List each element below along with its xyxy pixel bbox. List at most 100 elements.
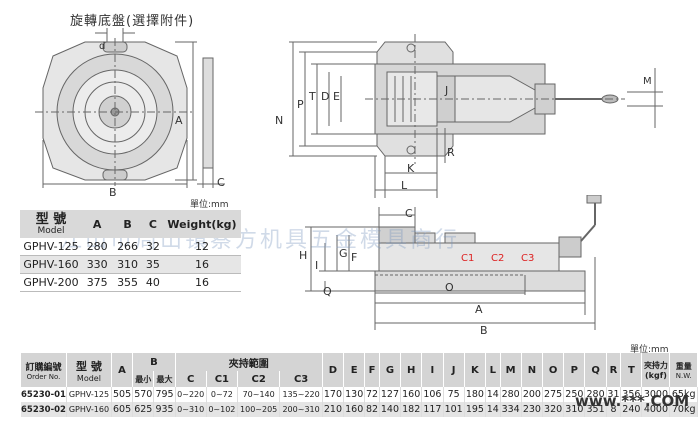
cell-c3: 135~220 [279, 387, 323, 402]
cell-q: 280 [584, 387, 607, 402]
cell-force: 4000 [641, 402, 671, 417]
col-b-min: 最小 [132, 371, 155, 387]
col-g: G [379, 353, 402, 387]
vise-top-drawing: N P T D E J M R K L [275, 34, 663, 198]
dim-c-side-label: C [405, 207, 413, 220]
cell-p: 310 [563, 402, 586, 417]
cell-t: 240 [620, 402, 643, 417]
cell-f: 82 [364, 402, 380, 417]
dim-b-side-label: B [480, 324, 488, 335]
cell-p: 250 [563, 387, 586, 402]
dim-f-label: F [351, 251, 357, 264]
dim-t-label: T [308, 90, 316, 103]
cell-a: 375 [82, 273, 113, 292]
cell-m: 334 [500, 402, 522, 417]
cell-weight: 65kg [669, 387, 698, 402]
table-row: GPHV-125 280 266 32 12 [20, 238, 241, 256]
vise-spec-table: 訂購編號 Order No. 型 號 Model A B 夾持範圍 D E F … [21, 353, 698, 417]
col-weight: Weight(kg) [163, 210, 241, 238]
cell-f: 72 [364, 387, 380, 402]
dim-a-label: A [175, 114, 183, 127]
dim-p-label: P [297, 98, 304, 111]
dim-a-side-label: A [475, 303, 483, 316]
cell-l: 14 [485, 402, 501, 417]
col-i: I [421, 353, 444, 387]
col-weight: 重量 N.W. [669, 353, 698, 387]
col-j: J [443, 353, 465, 387]
dim-n-label: N [275, 114, 283, 127]
cell-b-min: 625 [132, 402, 155, 417]
cell-b-min: 570 [132, 387, 155, 402]
cell-model: GPHV-160 [20, 255, 82, 274]
cell-e: 160 [343, 402, 366, 417]
col-t: T [620, 353, 643, 387]
col-b: B [112, 210, 143, 238]
col-b-max: 最大 [153, 371, 176, 387]
col-k: K [464, 353, 487, 387]
title: 旋轉底盤(選擇附件) [70, 14, 195, 29]
col-a: A [82, 210, 113, 238]
col-c3: C3 [279, 371, 323, 387]
dim-o-label: O [445, 281, 454, 294]
col-a: A [111, 353, 134, 387]
cell-weight: 70kg [669, 402, 698, 417]
cell-c1: 0~102 [206, 402, 238, 417]
col-l: L [485, 353, 501, 387]
col-o: O [542, 353, 565, 387]
cell-o: 320 [542, 402, 565, 417]
dim-g-label: G [339, 247, 348, 260]
dim-k-label: K [407, 162, 415, 175]
cell-c1: 0~72 [206, 387, 238, 402]
cell-a: 280 [82, 238, 113, 256]
cell-c3: 200~310 [279, 402, 323, 417]
dim-j-label: J [444, 84, 448, 97]
dim-c3-label: C3 [521, 253, 534, 264]
cell-c: 32 [142, 238, 163, 256]
cell-k: 195 [464, 402, 487, 417]
col-c: C [175, 371, 207, 387]
cell-a: 330 [82, 255, 113, 274]
swivel-base-drawing: d B A C [35, 28, 225, 198]
cell-c: 35 [142, 255, 163, 274]
cell-r: 31 [606, 387, 622, 402]
col-n: N [521, 353, 544, 387]
cell-l: 14 [485, 387, 501, 402]
table-row: 65230-02 GPHV-160 605 625 935 0~310 0~10… [21, 402, 698, 417]
col-model: 型 號 Model [20, 210, 82, 238]
cell-e: 130 [343, 387, 366, 402]
cell-c: 0~220 [175, 387, 207, 402]
dim-d-label: d [99, 41, 105, 52]
cell-n: 200 [521, 387, 544, 402]
dim-e-label: E [333, 90, 340, 103]
table-row: 65230-01 GPHV-125 505 570 795 0~220 0~72… [21, 387, 698, 402]
col-h: H [400, 353, 423, 387]
col-q: Q [584, 353, 607, 387]
vise-side-drawing: C H I G F Q O A B C1 C2 C3 [299, 195, 602, 335]
cell-b: 355 [112, 273, 143, 292]
dim-i-label: I [315, 259, 318, 272]
swivel-base-table: 型 號 Model A B C Weight(kg) GPHV-125 280 … [20, 210, 241, 292]
cell-h: 182 [400, 402, 423, 417]
cell-j: 75 [443, 387, 465, 402]
dim-q-label: Q [323, 285, 332, 298]
dim-b-label: B [109, 186, 117, 198]
cell-a: 505 [111, 387, 134, 402]
cell-model: GPHV-200 [20, 273, 82, 292]
cell-c2: 100~205 [237, 402, 281, 417]
dim-d2-label: D [321, 90, 329, 103]
cell-q: 351 [584, 402, 607, 417]
cell-model: GPHV-125 [20, 238, 82, 256]
cell-n: 230 [521, 402, 544, 417]
col-r: R [606, 353, 622, 387]
dim-l-label: L [401, 179, 408, 192]
cell-r: 8 [606, 402, 622, 417]
cell-b: 266 [112, 238, 143, 256]
col-p: P [563, 353, 586, 387]
cell-i: 117 [421, 402, 444, 417]
col-model: 型 號 Model [66, 353, 112, 387]
cell-c: 40 [142, 273, 163, 292]
cell-weight: 16 [163, 255, 241, 274]
cell-weight: 16 [163, 273, 241, 292]
col-m: M [500, 353, 522, 387]
